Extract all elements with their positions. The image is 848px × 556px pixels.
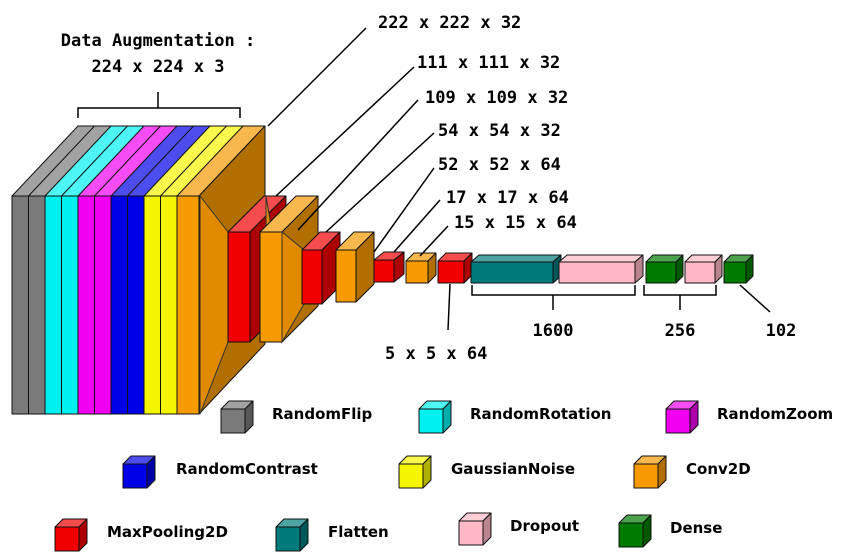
legend-label-gaussiannoise: GaussianNoise: [451, 460, 575, 478]
legend-swatch-randomcontrast: [122, 455, 156, 489]
legend-swatch-flatten: [275, 518, 309, 552]
shape-label-conv1: 222 x 222 x 32: [378, 13, 521, 33]
legend-label-conv2d: Conv2D: [686, 460, 751, 478]
block-conv2d-3: [335, 231, 375, 303]
legend-label-randomrotation: RandomRotation: [470, 405, 611, 423]
dense-label-output: 102: [766, 321, 797, 341]
block-dropout-1: [558, 254, 644, 284]
shape-label-pool3: 17 x 17 x 64: [446, 188, 569, 208]
legend-swatch-randomrotation: [418, 400, 452, 434]
legend-label-randomflip: RandomFlip: [272, 405, 373, 423]
legend-swatch-maxpooling2d: [54, 518, 88, 552]
legend-swatch-randomzoom: [665, 400, 699, 434]
shape-label-conv4: 15 x 15 x 64: [454, 213, 577, 233]
input-dims: 224 x 224 x 3: [91, 57, 224, 77]
legend-label-randomcontrast: RandomContrast: [176, 460, 318, 478]
callout-lines: [267, 27, 771, 331]
legend-label-flatten: Flatten: [328, 523, 389, 541]
legend-label-dropout: Dropout: [510, 517, 579, 535]
dense-label-flatten: 1600: [533, 321, 574, 341]
legend-swatch-randomflip: [220, 400, 254, 434]
block-dense-1: [645, 254, 684, 284]
shape-label-conv3: 52 x 52 x 64: [438, 155, 561, 175]
block-dropout-2: [684, 254, 723, 284]
legend-swatch-conv2d: [633, 455, 667, 489]
block-flatten: [470, 254, 562, 284]
layer-blocks: [11, 125, 754, 415]
legend-swatch-dense: [618, 514, 652, 548]
input-brace: [77, 92, 241, 118]
legend-swatch-gaussiannoise: [398, 455, 432, 489]
block-conv2d-4: [405, 252, 437, 284]
dense-label-dense1: 256: [665, 321, 696, 341]
input-title: Data Augmentation :: [61, 31, 255, 51]
shape-label-pool4: 5 x 5 x 64: [385, 344, 487, 364]
legend-label-maxpooling2d: MaxPooling2D: [107, 523, 228, 541]
block-maxpooling2d-3: [373, 251, 405, 283]
block-dense-output: [723, 254, 754, 284]
legend: RandomFlip RandomRotation RandomZoomRandom…: [54, 400, 833, 552]
shape-label-pool1: 111 x 111 x 32: [417, 53, 560, 73]
legend-label-randomzoom: RandomZoom: [717, 405, 833, 423]
legend-label-dense: Dense: [670, 519, 722, 537]
shape-label-conv2: 109 x 109 x 32: [425, 88, 568, 108]
shape-label-pool2: 54 x 54 x 32: [438, 121, 561, 141]
legend-swatch-dropout: [458, 512, 492, 546]
block-maxpooling2d-4: [437, 252, 473, 284]
